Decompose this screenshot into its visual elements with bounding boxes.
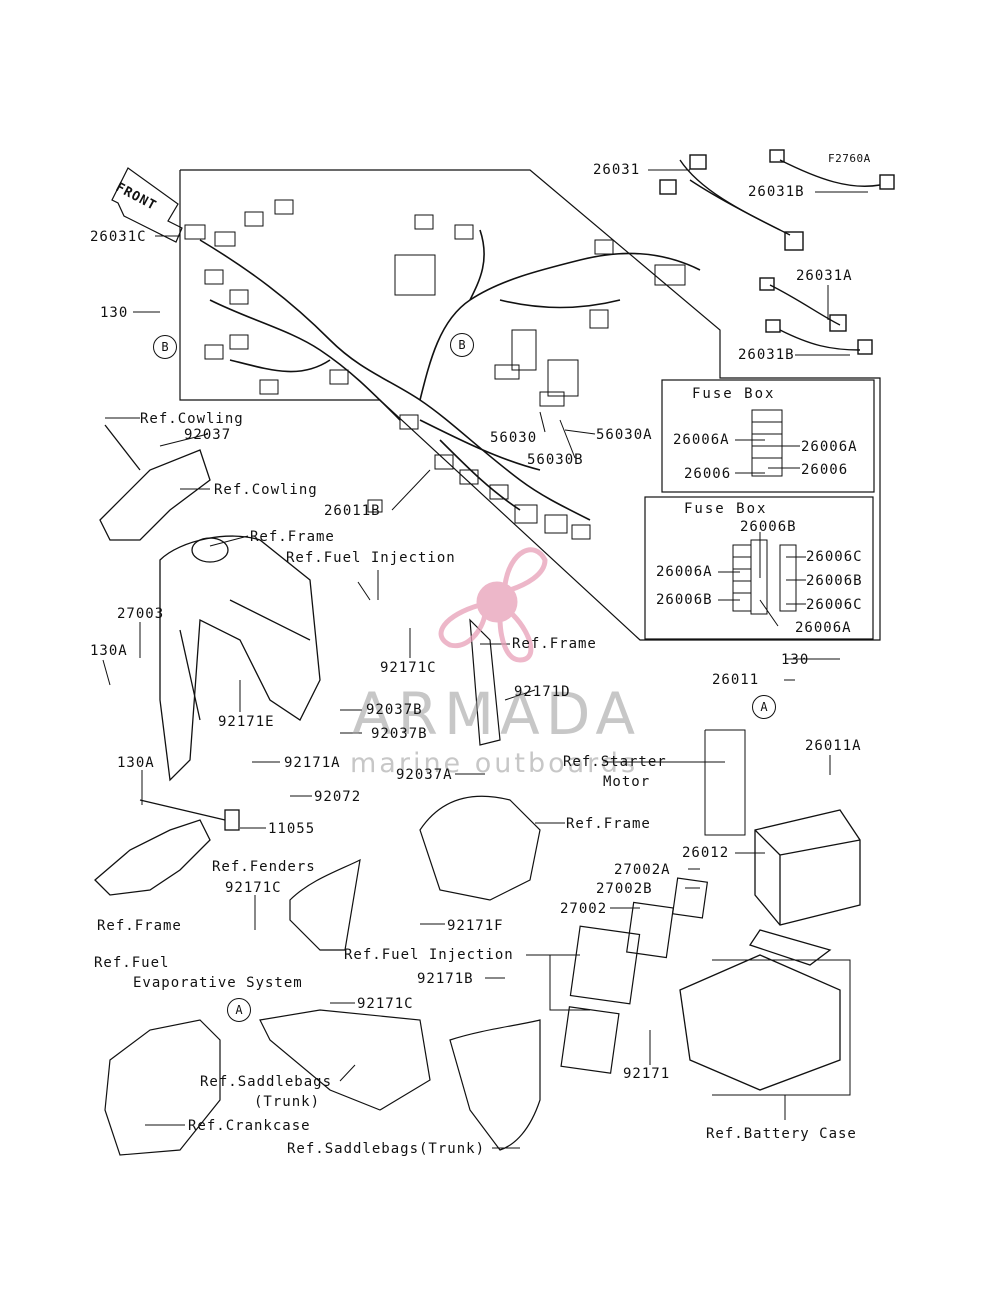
part-label: 92171C: [225, 880, 282, 896]
part-label: 27002: [560, 901, 608, 917]
ref-label: Ref.Fenders: [212, 859, 316, 875]
part-label: 130: [100, 305, 129, 321]
ecu-modules: [560, 877, 709, 1074]
part-label: 92072: [314, 789, 362, 805]
fuse-box-1-right-label: 26006A: [801, 439, 858, 455]
ref-label: Ref.Starter: [563, 754, 667, 770]
ref-label: Ref.Crankcase: [188, 1118, 311, 1134]
fuse-box-1-body: [735, 409, 800, 477]
harness-boundary: [179, 169, 881, 641]
watermark-name: ARMADA: [352, 680, 642, 748]
ref-label: Ref.Cowling: [140, 411, 244, 427]
bracket-11055: [94, 799, 240, 896]
marker-a-left: A: [227, 998, 251, 1022]
ref-label: Ref.Battery Case: [706, 1126, 857, 1142]
ref-label: Ref.Frame: [566, 816, 651, 832]
main-wiring-harness: [199, 229, 701, 521]
ref-label: Ref.Frame: [512, 636, 597, 652]
part-label: 92171: [623, 1066, 671, 1082]
marker-a-right: A: [752, 695, 776, 719]
fuse-box-2-body: [718, 532, 806, 627]
cowling-bracket: [99, 424, 211, 541]
part-label: 56030: [490, 430, 538, 446]
sub-harness-26031A: [759, 277, 873, 355]
fuse-box-2-right-label: 26006B: [806, 573, 863, 589]
rear-frame-section: [419, 618, 541, 901]
ref-label: Ref.Fuel: [94, 955, 170, 971]
part-label: 27003: [117, 606, 165, 622]
part-label: 92171D: [514, 684, 571, 700]
part-label: 11055: [268, 821, 316, 837]
ref-label: Ref.Cowling: [214, 482, 318, 498]
part-label: 92171E: [218, 714, 275, 730]
part-label: 56030B: [527, 452, 584, 468]
battery: [754, 809, 861, 926]
fuse-box-2-right-label: 26006C: [806, 597, 863, 613]
fuse-box-1-frame: [661, 379, 875, 493]
ref-label: Ref.Frame: [250, 529, 335, 545]
fuse-box-1-left-label: 26006: [684, 466, 732, 482]
leader-lines: [102, 169, 868, 1149]
part-label: 26031C: [90, 229, 147, 245]
part-label: 92171F: [447, 918, 504, 934]
fuse-box-2-right-label: 26006C: [806, 549, 863, 565]
part-label: 92171C: [357, 996, 414, 1012]
fuse-box-1-right-label: 26006: [801, 462, 849, 478]
part-label: 92037B: [366, 702, 423, 718]
ref-label: Ref.Saddlebags(Trunk): [287, 1141, 486, 1157]
fuse-box-2-left-label: 26006A: [656, 564, 713, 580]
part-label: 27002A: [614, 862, 671, 878]
part-label: 92037: [184, 427, 232, 443]
ref-label: (Trunk): [254, 1094, 321, 1110]
ref-label: Evaporative System: [133, 975, 303, 991]
part-label: 27002B: [596, 881, 653, 897]
part-label: 92171B: [417, 971, 474, 987]
watermark-tagline: marine outboards: [350, 748, 639, 779]
evap-system: [104, 1019, 221, 1156]
part-label: 26011A: [805, 738, 862, 754]
saddlebag-trunk: [449, 1019, 541, 1151]
ref-label: Ref.Fuel Injection: [344, 947, 514, 963]
part-label: 26031A: [796, 268, 853, 284]
part-label: 26011: [712, 672, 760, 688]
part-label: 130A: [90, 643, 128, 659]
saddlebag-bracket: [259, 1009, 431, 1111]
watermark-logo: [438, 547, 548, 663]
part-label: 26031B: [738, 347, 795, 363]
diagram-code: F2760A: [828, 152, 871, 165]
part-label: 92171C: [380, 660, 437, 676]
fuse-box-2-frame: [644, 496, 874, 640]
part-label: 26011B: [324, 503, 381, 519]
part-label: 92171A: [284, 755, 341, 771]
ref-label: Motor: [603, 774, 651, 790]
part-label: 26031B: [748, 184, 805, 200]
part-label: 130A: [117, 755, 155, 771]
part-label: 92037A: [396, 767, 453, 783]
part-label: 56030A: [596, 427, 653, 443]
part-label: 26012: [682, 845, 730, 861]
fuse-box-2-top-label: 26006B: [740, 519, 797, 535]
fuse-box-1-left-label: 26006A: [673, 432, 730, 448]
fuse-box-1-title: Fuse Box: [692, 386, 776, 402]
part-label: 26031: [593, 162, 641, 178]
fuse-box-2-title: Fuse Box: [684, 501, 768, 517]
fuse-box-2-left-label: 26006B: [656, 592, 713, 608]
marker-b-center: B: [450, 333, 474, 357]
ref-label: Ref.Saddlebags: [200, 1074, 333, 1090]
part-label: 92037B: [371, 726, 428, 742]
ref-label: Ref.Fuel Injection: [286, 550, 456, 566]
marker-b-left: B: [153, 335, 177, 359]
part-label: 130: [781, 652, 810, 668]
battery-case: [679, 929, 841, 1091]
front-arrow-shape: [111, 167, 183, 243]
frame-assembly: [159, 535, 321, 782]
fuse-box-2-bottom-label: 26006A: [795, 620, 852, 636]
connector-cluster: [184, 199, 686, 540]
fender-panel: [289, 858, 361, 951]
ref-label: Ref.Frame: [97, 918, 182, 934]
